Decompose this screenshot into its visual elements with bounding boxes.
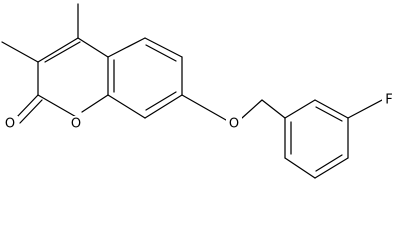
bond-c7-to-c8-inner [145, 91, 177, 111]
ring-oxygen-backdrop [68, 116, 84, 132]
bond-c5p-to-c6p [284, 157, 316, 179]
atom-labels-group: O O O F [2, 92, 395, 132]
bond-c3-to-methyl [1, 41, 39, 63]
bond-c4a-to-c5 [107, 37, 146, 58]
bond-c8-to-c8a [107, 94, 146, 119]
ether-oxygen-label: O [229, 117, 239, 132]
bond-c2-to-ketone-o [15, 94, 39, 119]
bond-ether-o-to-ch2 [241, 99, 263, 119]
bond-ch2-to-ipso [261, 99, 286, 119]
bond-ring-o-to-c2 [37, 94, 79, 119]
bond-c2p-to-c3p [314, 99, 349, 119]
bond-c2p-to-c3p-inner [315, 106, 343, 122]
bond-c3-to-c4-double [44, 41, 81, 63]
bond-c3-to-c4 [37, 37, 79, 63]
fluorine-label: F [385, 93, 392, 108]
molecule-drawing: O O O F [1, 3, 395, 179]
bonds-group [1, 3, 383, 179]
bond-c8a-to-ring-o [81, 94, 109, 113]
bond-c5-to-c6-inner [145, 44, 177, 62]
structure-diagram: O O O F [1, 3, 395, 179]
bond-c4p-to-c5p [314, 157, 349, 179]
bond-c7-to-ether-o [181, 94, 227, 121]
ether-oxygen-backdrop [226, 116, 242, 132]
ketone-oxygen-backdrop [2, 116, 18, 132]
bond-c4-to-c4a [77, 37, 109, 58]
bond-c5-to-c6 [144, 37, 183, 58]
bond-ipso-to-c2p [284, 99, 316, 119]
bond-c2-to-ketone-o-double [19, 99, 43, 124]
bond-c3p-to-fluorine [347, 99, 383, 119]
ring-oxygen-label: O [71, 117, 81, 132]
ketone-oxygen-label: O [5, 117, 15, 132]
bond-c7-to-c8 [144, 94, 183, 119]
fluorine-backdrop [382, 92, 395, 108]
bond-c4p-to-c5p-inner [315, 154, 343, 172]
